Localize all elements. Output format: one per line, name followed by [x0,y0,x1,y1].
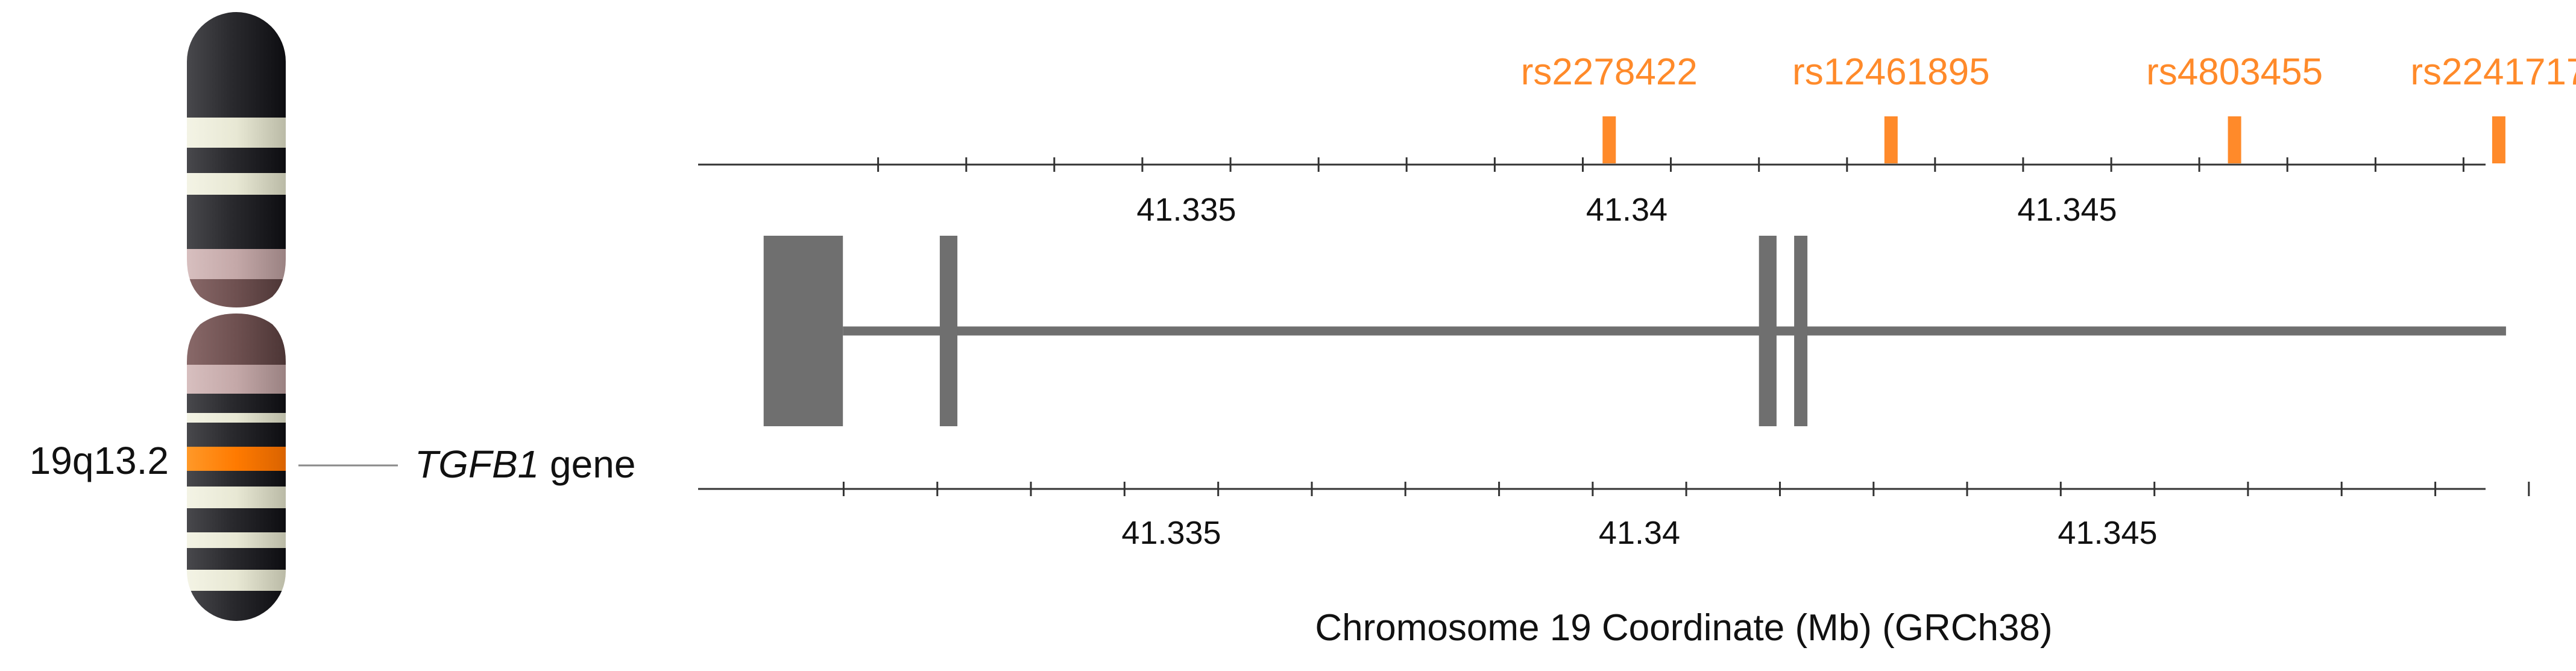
tick-label: 41.345 [2058,515,2157,551]
snp-marker [1884,116,1898,163]
snp-marker [1602,116,1616,163]
gene-label: TGFB1 gene [415,443,635,486]
top-axis-ticks: 41.335 41.34 41.345 [877,157,2464,228]
snp-label: rs4803455 [2146,51,2323,93]
highlighted-band [187,447,286,471]
band-label: 19q13.2 [30,439,169,482]
snp-marker [2492,116,2505,163]
chromosome-p-arm [187,12,286,307]
axis-title: Chromosome 19 Coordinate (Mb) (GRCh38) [1315,607,2052,649]
top-axis: 41.335 41.34 41.345 [698,157,2486,228]
locus-plot: rs2278422 rs12461895 rs4803455 rs2241717 41… [698,51,2576,649]
snp-marker [2228,116,2241,163]
tick-label: 41.345 [2017,192,2117,228]
tick-label: 41.335 [1136,192,1236,228]
bottom-axis: 41.335 41.34 41.345 [698,482,2530,551]
gene-model [763,236,2506,426]
tick-label: 41.34 [1599,515,1680,551]
snp-label: rs2278422 [1521,51,1698,93]
exon [1794,236,1808,426]
gene-symbol: TGFB1 [415,443,539,486]
chromosome-ideogram: 19q13.2 TGFB1 gene [30,12,635,621]
gene-suffix: gene [539,443,635,486]
snp-markers: rs2278422 rs12461895 rs4803455 rs2241717 [1521,51,2576,163]
tick-label: 41.335 [1121,515,1221,551]
tick-label: 41.34 [1586,192,1667,228]
bottom-axis-ticks: 41.335 41.34 41.345 [842,482,2530,551]
snp-label: rs12461895 [1792,51,1990,93]
exon [763,236,843,426]
chromosome-q-arm [187,313,286,621]
exon [939,236,958,426]
snp-label: rs2241717 [2410,51,2576,93]
exon [1759,236,1777,426]
